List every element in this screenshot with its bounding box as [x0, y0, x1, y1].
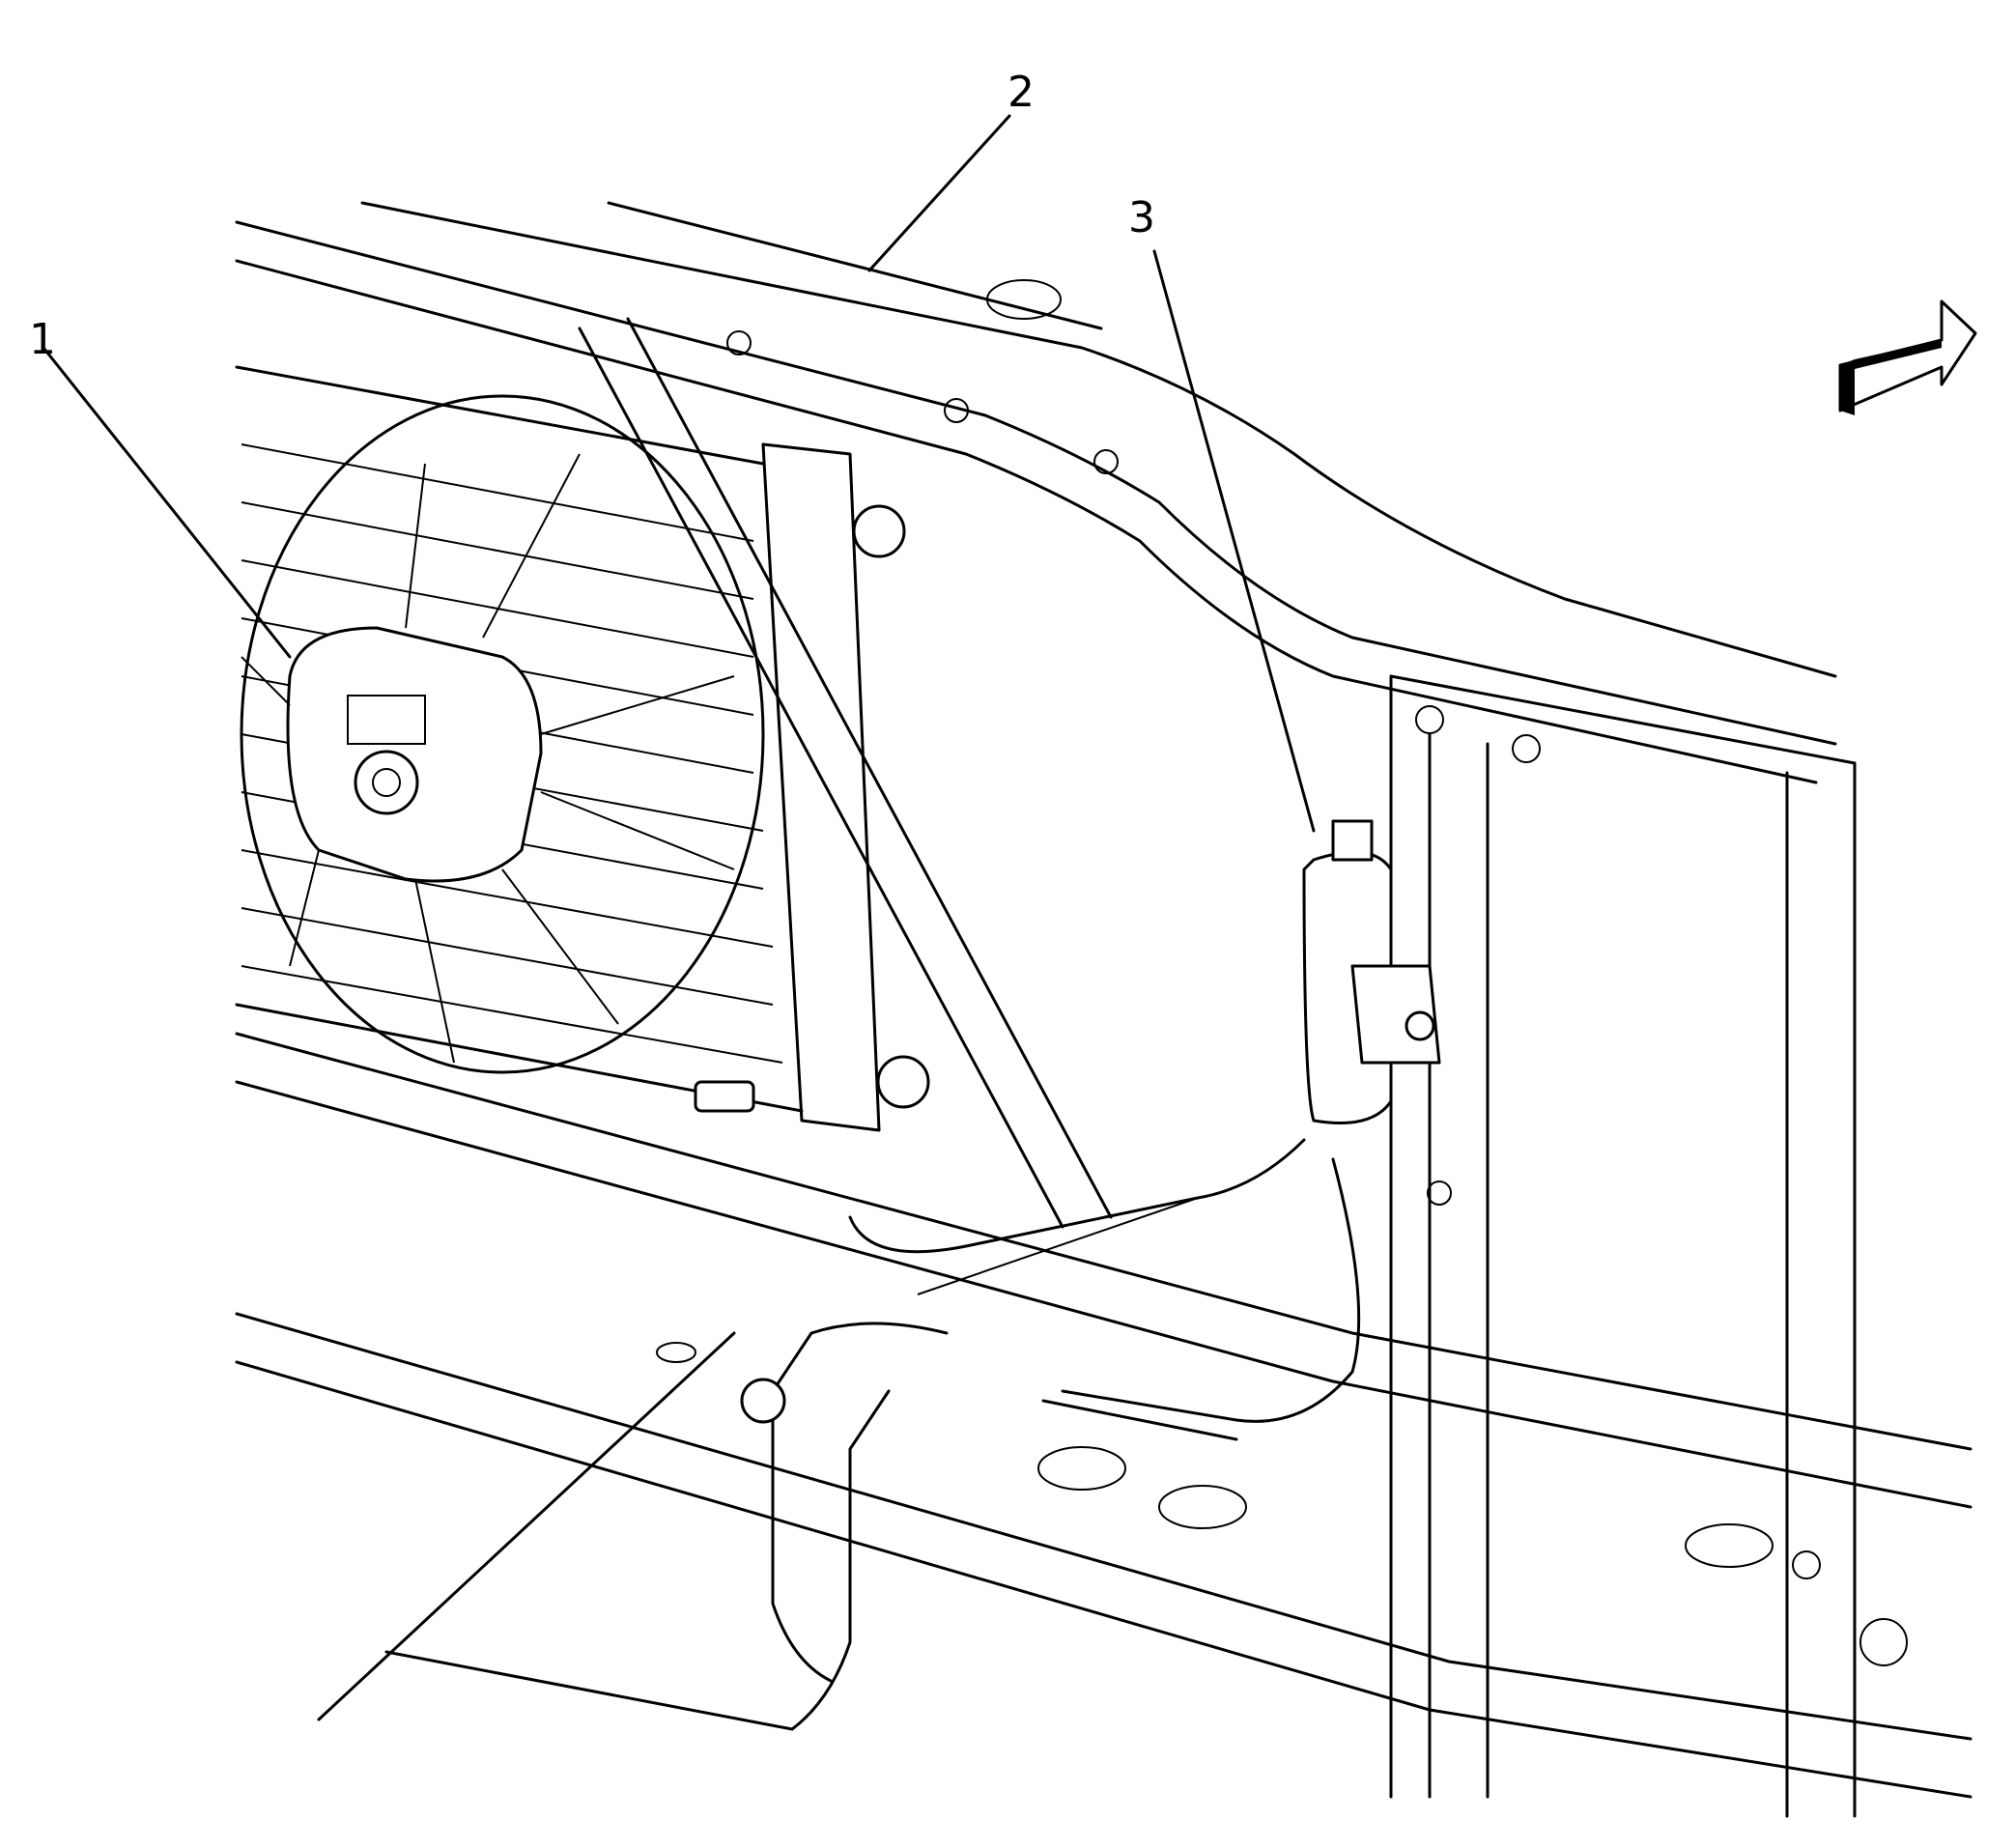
coolant-recovery-reservoir: [1302, 819, 1441, 1124]
callout-3: 3: [1128, 193, 1155, 242]
callout-2: 2: [1008, 68, 1035, 117]
front-direction-arrow-icon: [1838, 299, 1977, 415]
leader-line-3: [1152, 249, 1316, 833]
diagonal-brace: [578, 317, 1113, 1229]
radiator-support-right-post: [1389, 674, 1908, 1818]
callout-1: 1: [29, 315, 56, 364]
leader-line-1: [42, 346, 292, 659]
radiator-support-lower: [235, 1032, 1972, 1799]
leader-lines: [42, 114, 1316, 833]
leader-line-2: [867, 114, 1011, 272]
radiator-support-upper: [235, 201, 1837, 784]
cooling-fan: [240, 394, 765, 1074]
coolant-hose: [317, 1080, 1361, 1731]
